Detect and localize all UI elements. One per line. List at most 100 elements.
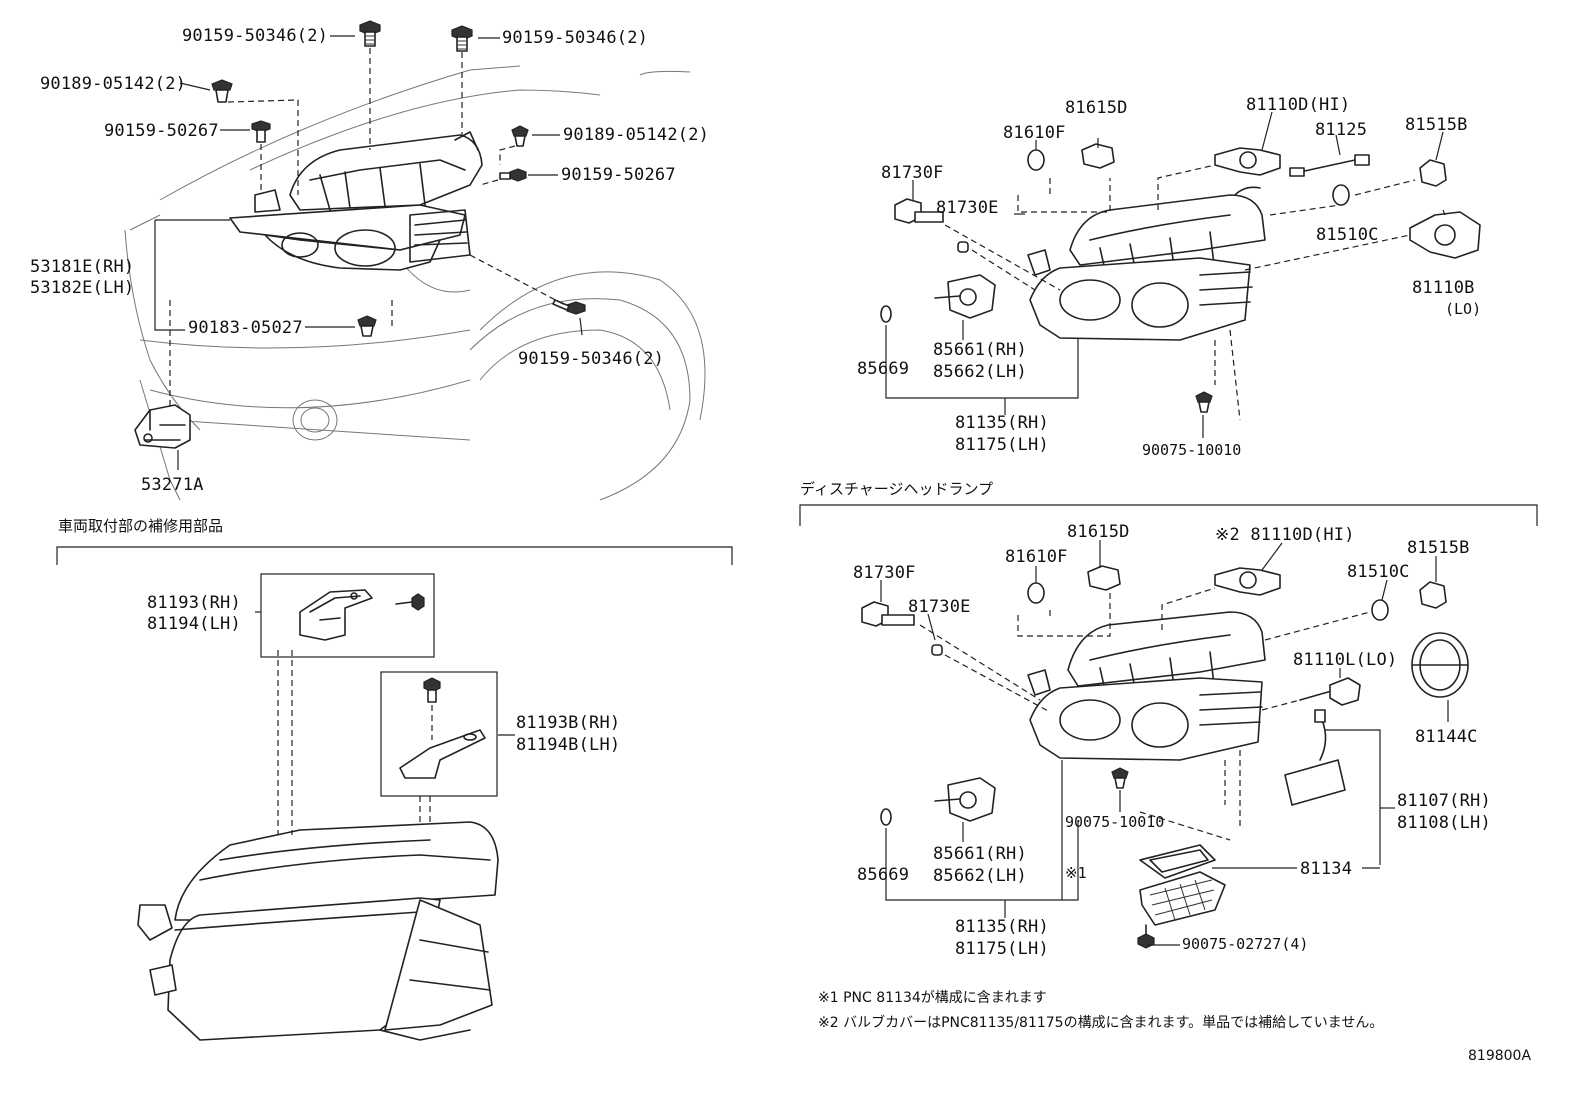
leader-lines-top-left [154, 35, 583, 470]
bracket-81193b-icon [399, 677, 486, 779]
diagram-code: 819800A [1468, 1048, 1531, 1064]
bulb-cover-85661-icon [934, 274, 996, 319]
bracket-box-81193 [260, 573, 435, 658]
bolt-icon [359, 20, 381, 47]
part-number-label: 81110B [1412, 278, 1475, 298]
part-number-label: 90183-05027 [188, 318, 303, 338]
bulb-81730e-icon [931, 644, 943, 656]
part-number-label: 53271A [141, 475, 204, 495]
headlamp-large-icon [137, 821, 499, 1041]
bolt-icon [451, 25, 473, 52]
gasket-81134-icon [1139, 844, 1216, 879]
part-number-label: ※1 [1065, 864, 1087, 882]
headlamp-halogen-icon [1027, 186, 1266, 341]
part-number-label: 81193(RH) [147, 593, 241, 613]
part-number-label: 81175(LH) [955, 939, 1049, 959]
socket-81615d-icon [1081, 143, 1115, 169]
footnote-2: ※2 バルブカバーはPNC81135/81175の構成に含まれます。単品では補給… [818, 1014, 1383, 1031]
wire-81125-icon [1289, 154, 1370, 177]
part-number-label: 90075-10010 [1142, 441, 1241, 459]
part-number-label: 90075-02727(4) [1182, 935, 1308, 953]
part-number-label: 90189-05142(2) [40, 74, 186, 94]
clip-icon [357, 315, 377, 337]
leader-lines-top-right [885, 111, 1446, 438]
bulb-cover-85661-icon [934, 777, 996, 822]
part-number-label: 81108(LH) [1397, 813, 1491, 833]
part-number-label: 81510C [1347, 562, 1410, 582]
section-bracket-repair-parts [56, 546, 733, 565]
part-number-label: 90159-50267 [561, 165, 676, 185]
cap-81144c-icon [1411, 632, 1469, 698]
part-number-label: 53182E(LH) [30, 278, 134, 298]
part-number-label: 90159-50267 [104, 121, 219, 141]
part-number-label: 81194(LH) [147, 614, 241, 634]
headlamp-assembly-top [229, 131, 483, 271]
bolt-icon [552, 299, 586, 315]
part-number-label: 81194B(LH) [516, 735, 620, 755]
socket-81515b-icon [1419, 581, 1447, 609]
part-number-label: 81730F [853, 563, 916, 583]
socket-81615d-icon [1087, 565, 1121, 591]
part-number-label: 81134 [1300, 859, 1352, 879]
ballast-81107-icon [1284, 709, 1346, 806]
part-number-label: 81175(LH) [955, 435, 1049, 455]
part-number-label: 81110L(LO) [1293, 650, 1397, 670]
bulb-81510c-icon [1371, 599, 1389, 621]
part-number-label: 85669 [857, 865, 909, 885]
bulb-81610f-icon [1027, 582, 1045, 604]
part-number-label: 85661(RH) [933, 340, 1027, 360]
clip-icon [211, 79, 233, 103]
part-number-label: 81610F [1003, 123, 1066, 143]
bulb-81610f-icon [1027, 149, 1045, 171]
part-number-label: 81515B [1405, 115, 1468, 135]
part-number-label: ※2 81110D(HI) [1215, 525, 1355, 545]
part-number-label: 85662(LH) [933, 362, 1027, 382]
part-number-label: 90159-50346(2) [502, 28, 648, 48]
part-number-label: 81135(RH) [955, 917, 1049, 937]
part-number-label: 81615D [1065, 98, 1128, 118]
part-number-label: 81510C [1316, 225, 1379, 245]
part-number-label: 81730E [936, 198, 999, 218]
part-number-label: 81610F [1005, 547, 1068, 567]
bulb-81110d-icon [1214, 567, 1281, 596]
part-number-label: 81144C [1415, 727, 1478, 747]
part-number-label: 85669 [857, 359, 909, 379]
clip-icon [511, 125, 529, 147]
leader-lines-bottom-right [880, 540, 1449, 946]
cover-81134-icon [1139, 871, 1226, 926]
part-number-label: 53181E(RH) [30, 257, 134, 277]
part-number-label: 81515B [1407, 538, 1470, 558]
part-number-label: 81107(RH) [1397, 791, 1491, 811]
part-number-label: 81193B(RH) [516, 713, 620, 733]
part-number-label: (LO) [1445, 300, 1481, 318]
clip-icon [1195, 391, 1213, 413]
socket-81730f-icon [894, 198, 944, 224]
part-number-label: 81125 [1315, 120, 1367, 140]
bulb-81110b-icon [1409, 211, 1481, 259]
socket-81730f-icon [861, 601, 915, 627]
part-number-label: 85662(LH) [933, 866, 1027, 886]
part-number-label: 90159-50346(2) [518, 349, 664, 369]
footnote-1: ※1 PNC 81134が構成に含まれます [818, 990, 1047, 1006]
part-number-label: 90159-50346(2) [182, 26, 328, 46]
section-bracket-discharge [799, 504, 1538, 526]
section-title-discharge: ディスチャージヘッドランプ [800, 480, 993, 498]
section-title-repair-parts: 車両取付部の補修用部品 [58, 517, 223, 535]
bolt-icon [499, 168, 527, 182]
bulb-81110d-icon [1214, 147, 1281, 176]
socket-81515b-icon [1419, 159, 1447, 187]
clip-icon [1111, 767, 1129, 789]
part-number-label: 81730E [908, 597, 971, 617]
bracket-81193-icon [299, 589, 425, 641]
headlamp-discharge-icon [1027, 611, 1266, 761]
part-number-label: 90189-05142(2) [563, 125, 709, 145]
part-number-label: 81110D(HI) [1246, 95, 1350, 115]
bulb-81110l-icon [1299, 677, 1361, 706]
bolt-icon [251, 120, 271, 143]
o-ring-85669-icon [880, 305, 892, 323]
bracket-icon [134, 404, 191, 449]
part-number-label: 90075-10010 [1065, 813, 1164, 831]
bulb-81730e-icon [957, 241, 969, 253]
part-number-label: 81730F [881, 163, 944, 183]
